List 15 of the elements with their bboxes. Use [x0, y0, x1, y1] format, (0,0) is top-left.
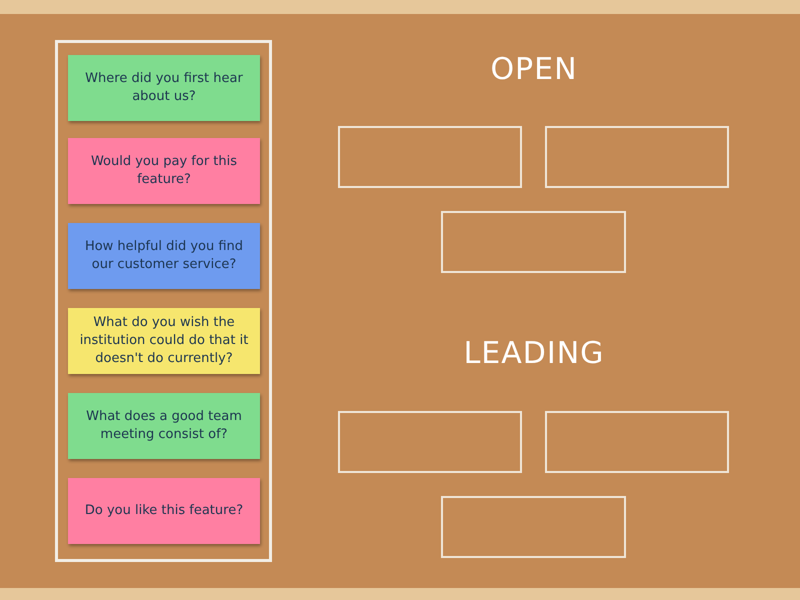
drop-zone	[441, 211, 626, 273]
drop-zone	[545, 126, 729, 188]
sticky-note: What do you wish the institution could do that it doesn't do currently?	[68, 308, 260, 374]
drop-zone	[545, 411, 729, 473]
drop-zone	[338, 411, 522, 473]
sticky-note: Where did you first hear about us?	[68, 55, 260, 121]
card-panel	[55, 40, 272, 562]
sticky-note: What does a good team meeting consist of?	[68, 393, 260, 459]
sticky-note: Would you pay for this feature?	[68, 138, 260, 204]
category-heading: LEADING	[464, 336, 604, 371]
category-heading: OPEN	[490, 52, 578, 87]
sticky-note: How helpful did you find our customer service?	[68, 223, 260, 289]
drop-zone	[441, 496, 626, 558]
sticky-note: Do you like this feature?	[68, 478, 260, 544]
drop-zone	[338, 126, 522, 188]
